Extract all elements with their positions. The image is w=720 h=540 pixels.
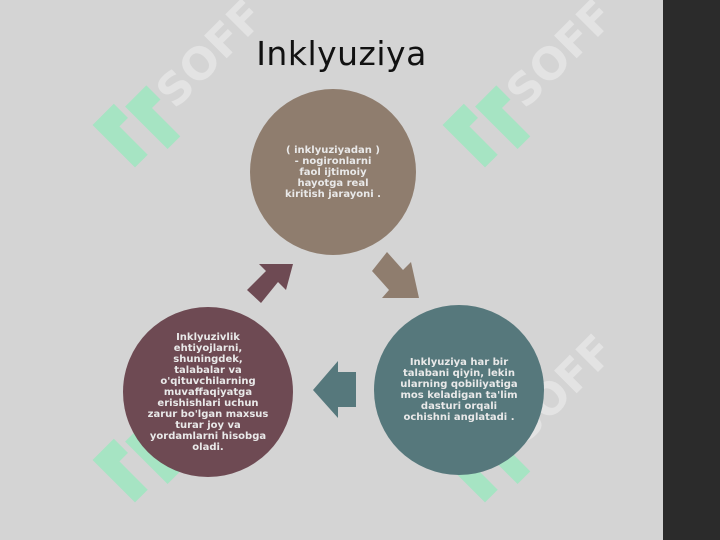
- slide: SOFF SOFF SOFF SOFF Inklyuziya ( inklyuz…: [0, 0, 663, 540]
- cycle-arrows: [247, 252, 419, 418]
- arrow-right-to-left: [313, 361, 356, 418]
- side-panel: [663, 0, 720, 540]
- slide-title: Inklyuziya: [256, 34, 427, 73]
- arrow-left-to-top: [247, 264, 293, 303]
- node-text: Inklyuzivlik ehtiyojlarni, shuningdek, t…: [147, 331, 269, 453]
- cycle-node-top: ( inklyuziyadan ) - nogironlarni faol ij…: [250, 89, 416, 255]
- node-text: ( inklyuziyadan ) - nogironlarni faol ij…: [285, 144, 381, 200]
- arrow-top-to-right: [372, 252, 419, 298]
- node-text: Inklyuziya har bir talabani qiyin, lekin…: [400, 357, 518, 423]
- cycle-node-left: Inklyuzivlik ehtiyojlarni, shuningdek, t…: [123, 307, 293, 477]
- cycle-node-right: Inklyuziya har bir talabani qiyin, lekin…: [374, 305, 544, 475]
